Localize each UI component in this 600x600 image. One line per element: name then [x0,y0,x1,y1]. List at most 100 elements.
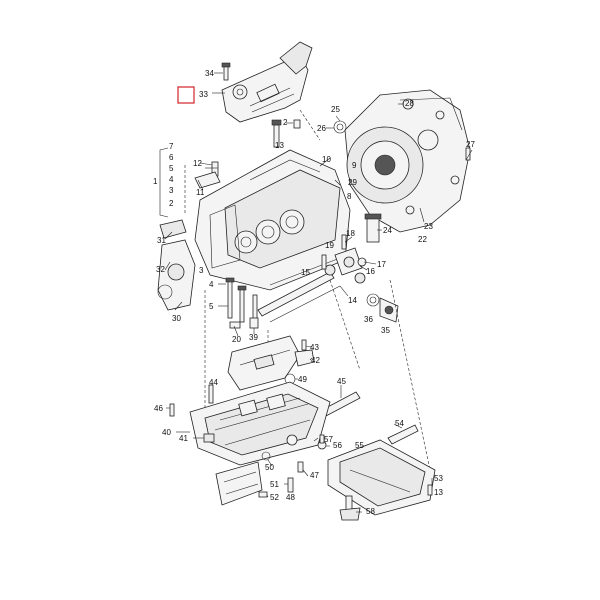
shaft-14 [257,254,336,317]
callout-28: 28 [405,99,414,108]
bracket-11 [194,171,221,189]
clip-17 [357,257,367,267]
plug-2 [293,119,301,129]
callout-13b: 13 [434,488,443,497]
leader-lines [159,72,473,513]
callout-53: 53 [434,474,443,483]
callout-4b: 4 [209,280,214,289]
callout-42: 42 [311,356,320,365]
callout-labels: 34 33 2 13 25 28 26 27 7 6 5 4 3 2 1 12 … [153,69,475,516]
callout-19: 19 [325,241,334,250]
callout-44: 44 [209,378,218,387]
callout-45: 45 [337,377,346,386]
callout-43: 43 [310,343,319,352]
callout-11: 11 [196,188,205,197]
callout-23: 23 [424,222,433,231]
callout-40: 40 [162,428,171,437]
callout-26: 26 [317,124,326,133]
bolt-52 [258,491,268,498]
callout-2: 2 [283,118,288,127]
baffle-plate-39 [227,335,301,391]
transmission-bell-housing [344,89,471,233]
callout-58: 58 [366,507,375,516]
callout-5: 5 [169,164,174,173]
callout-6: 6 [169,153,174,162]
filter-24 [364,213,382,243]
callout-12: 12 [193,159,202,168]
callout-57: 57 [324,435,333,444]
callout-35: 35 [381,326,390,335]
callout-15: 15 [301,268,310,277]
bolt-set-4-5 [225,277,258,326]
highlight-box [177,86,195,104]
bolt-43 [301,339,307,351]
callout-24: 24 [383,226,392,235]
screw-13 [271,119,282,148]
callout-5b: 5 [209,302,214,311]
callout-27: 27 [466,140,475,149]
callout-13: 13 [275,141,284,150]
bolt-20 [229,321,241,329]
bolt-53 [427,484,433,496]
pump-16 [334,247,363,276]
callout-50: 50 [265,463,274,472]
oil-pickup-42 [294,349,315,367]
callout-7: 7 [169,142,174,151]
gear-15 [354,272,366,284]
upper-oil-pan-40 [189,381,331,466]
callout-9: 9 [352,161,357,170]
oil-filter-35 [379,297,399,323]
callout-33: 33 [199,90,208,99]
baffle-51 [215,461,263,506]
callout-31: 31 [157,236,166,245]
callout-14: 14 [348,296,357,305]
engine-block [194,149,351,291]
callout-4: 4 [169,175,174,184]
callout-8: 8 [347,192,352,201]
sealant-tube-54 [387,424,419,445]
callout-54: 54 [395,419,404,428]
callout-2b: 2 [169,199,174,208]
callout-52: 52 [270,493,279,502]
bolt-18 [341,234,347,250]
bolt-46 [169,403,175,417]
callout-10: 10 [322,155,331,164]
seal-26 [333,120,347,134]
callout-22: 22 [418,235,427,244]
bolt-57 [319,434,325,444]
bolt-44 [208,384,214,404]
plug-48 [287,477,294,493]
callout-56: 56 [333,441,342,450]
callout-36: 36 [364,315,373,324]
bolt-34 [221,62,231,81]
callout-34: 34 [205,69,214,78]
callout-39: 39 [249,333,258,342]
callout-51: 51 [270,480,279,489]
callout-25: 25 [331,105,340,114]
callout-20: 20 [232,335,241,344]
callout-30: 30 [172,314,181,323]
callout-3b: 3 [199,266,204,275]
callout-1: 1 [153,177,158,186]
level-sensor-58 [339,495,361,521]
callout-46: 46 [154,404,163,413]
seal-50 [261,451,271,461]
bolt-27 [465,147,471,161]
callout-49: 49 [298,375,307,384]
callout-29: 29 [348,178,357,187]
callout-32: 32 [156,265,165,274]
callout-47: 47 [310,471,319,480]
callout-55: 55 [355,441,364,450]
lower-oil-pan-55 [327,439,436,516]
bolt-19 [249,317,259,329]
callout-41: 41 [179,434,188,443]
callout-18: 18 [346,229,355,238]
timing-cover-30 [157,239,196,311]
callout-3: 3 [169,186,174,195]
plug-41 [203,433,215,443]
oil-seal-36 [366,293,380,307]
breather-cover-assembly [221,41,313,123]
callout-17: 17 [377,260,386,269]
callout-48: 48 [286,493,295,502]
